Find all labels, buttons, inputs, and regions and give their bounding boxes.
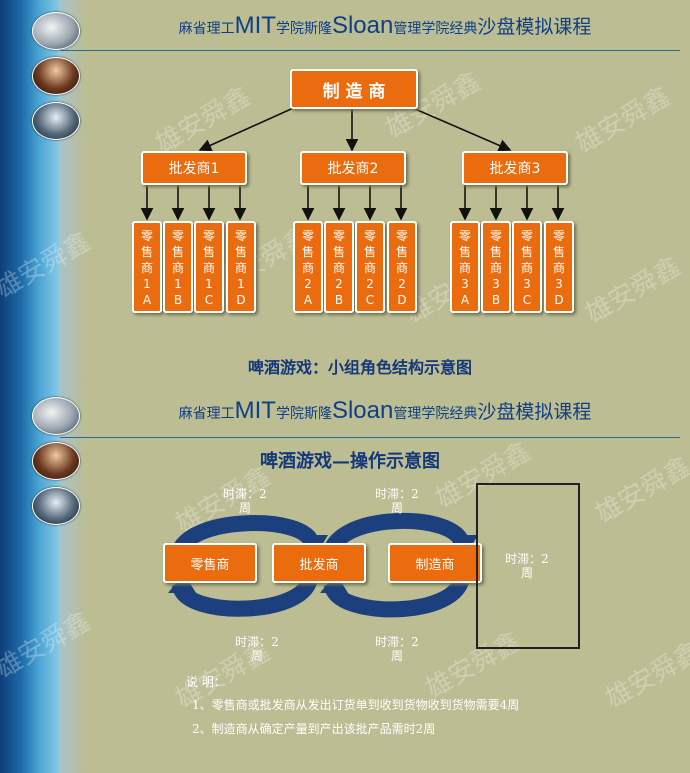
header-rule [60, 437, 680, 438]
wholesaler-box-3: 批发商3 [462, 151, 568, 185]
note-2: 2、制造商从确定产量到产出该批产品需时2周 [192, 722, 436, 736]
retailer-box-2a: 零 售 商 2 A [293, 221, 323, 313]
manufacturer-node: 制造商 [388, 543, 482, 583]
manufacturer-box: 制 造 商 [290, 69, 418, 109]
slide-structure: 麻省理工MIT学院斯隆Sloan管理学院经典沙盘模拟课程 雄安舜鑫 雄安舜鑫 雄… [0, 0, 690, 385]
retailer-box-2d: 零 售 商 2 D [387, 221, 417, 313]
structure-connectors [140, 95, 565, 221]
course-header: 麻省理工MIT学院斯隆Sloan管理学院经典沙盘模拟课程 [100, 397, 670, 425]
header-text-4: Sloan [331, 397, 394, 424]
wholesaler-box-2: 批发商2 [300, 151, 406, 185]
team-photo-icon [32, 487, 80, 525]
retailer-box-1d: 零 售 商 1 D [226, 221, 256, 313]
retailer-box-3a: 零 售 商 3 A [450, 221, 480, 313]
retailer-box-1b: 零 售 商 1 B [163, 221, 193, 313]
header-text-2: MIT [234, 12, 276, 39]
header-text-1: 麻省理工 [178, 406, 235, 422]
header-text-5: 管理学院经典 [393, 21, 478, 37]
header-text-6: 沙盘模拟课程 [477, 16, 592, 38]
photo-thumbnail-icon [32, 397, 80, 435]
course-header: 麻省理工MIT学院斯隆Sloan管理学院经典沙盘模拟课程 [100, 12, 670, 40]
header-text-1: 麻省理工 [178, 21, 235, 37]
retailer-box-2b: 零 售 商 2 B [324, 221, 354, 313]
delay-label-production: 时滞：2 周 [505, 552, 549, 580]
header-text-3: 学院斯隆 [275, 21, 332, 37]
header-text-5: 管理学院经典 [393, 406, 478, 422]
wholesaler-node: 批发商 [272, 543, 366, 583]
header-text-2: MIT [234, 397, 276, 424]
person-photo-icon [32, 57, 80, 95]
note-1: 1、零售商或批发商从发出订货单到收到货物收到货物需要4周 [192, 698, 520, 712]
retailer-box-1a: 零 售 商 1 A [132, 221, 162, 313]
retailer-box-3c: 零 售 商 3 C [512, 221, 542, 313]
delay-label-bottom-1: 时滞：2 周 [235, 635, 279, 663]
retailer-box-3d: 零 售 商 3 D [544, 221, 574, 313]
delay-label-top-2: 时滞：2 周 [375, 487, 419, 515]
delay-label-bottom-2: 时滞：2 周 [375, 635, 419, 663]
retailer-box-3b: 零 售 商 3 B [481, 221, 511, 313]
header-text-6: 沙盘模拟课程 [477, 401, 592, 423]
delay-label-top-1: 时滞：2 周 [223, 487, 267, 515]
retailer-node: 零售商 [163, 543, 257, 583]
structure-caption: 啤酒游戏：小组角色结构示意图 [247, 358, 472, 377]
operation-title: 啤酒游戏—操作示意图 [260, 451, 440, 472]
slide-operation: 麻省理工MIT学院斯隆Sloan管理学院经典沙盘模拟课程 雄安舜鑫 雄安舜鑫 雄… [0, 385, 690, 773]
photo-thumbnail-icon [32, 12, 80, 50]
retailer-box-2c: 零 售 商 2 C [355, 221, 385, 313]
wholesaler-box-1: 批发商1 [141, 151, 247, 185]
header-rule [60, 50, 680, 51]
header-text-3: 学院斯隆 [275, 406, 332, 422]
production-delay-box [476, 483, 580, 649]
retailer-box-1c: 零 售 商 1 C [194, 221, 224, 313]
notes-title: 说 明： [186, 675, 226, 689]
person-photo-icon [32, 442, 80, 480]
team-photo-icon [32, 102, 80, 140]
header-text-4: Sloan [331, 12, 394, 39]
